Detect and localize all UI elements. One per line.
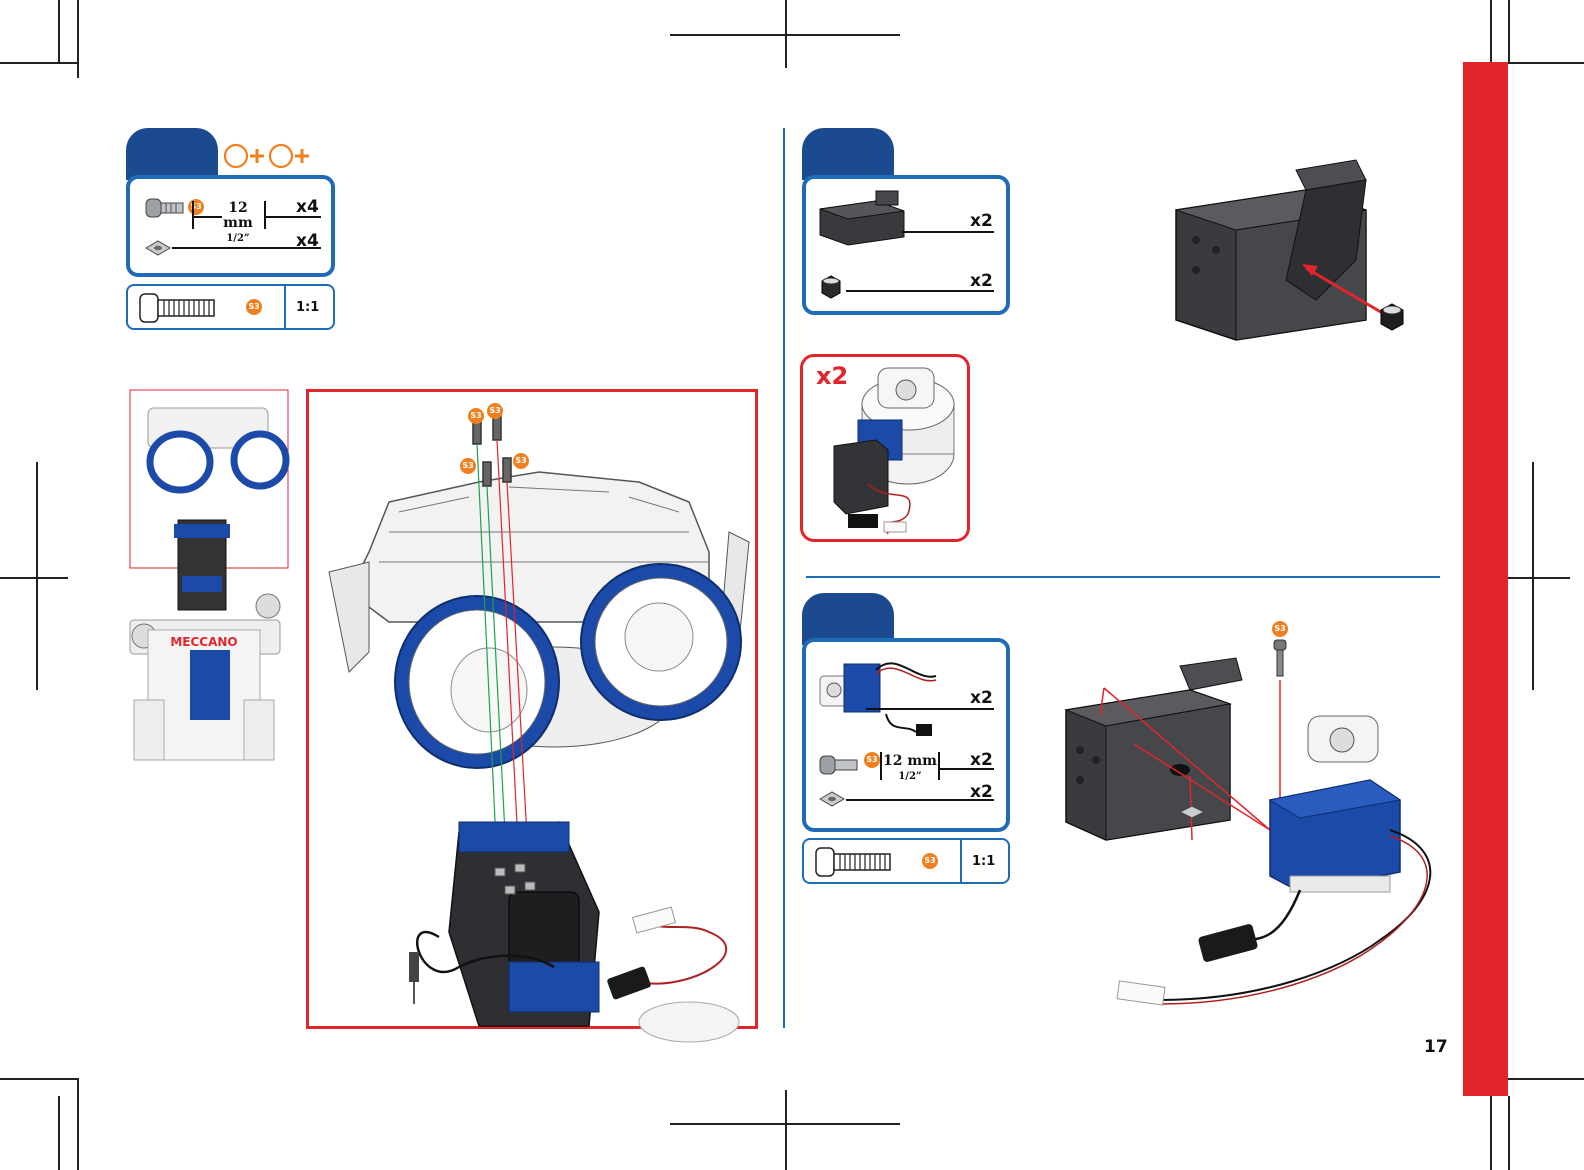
scale-panel-right: S3 1:1 — [802, 838, 1010, 884]
servo-qty: x2 — [970, 688, 993, 708]
servo-motor-icon — [816, 652, 946, 716]
bolt-plus-nut-plus-icon — [222, 142, 314, 170]
page-number: 17 — [1424, 1037, 1448, 1057]
screw-size-badge-2: S3 — [864, 752, 880, 768]
screw-qty: x4 — [296, 197, 319, 217]
callout-badge-2: S3 — [487, 403, 503, 419]
section-divider — [806, 576, 1440, 578]
callout-badge-4: S3 — [513, 453, 529, 469]
servo-bracket-assembly-illustration — [1060, 640, 1450, 1020]
square-nut-qty-2: x2 — [970, 782, 993, 802]
servo-bracket-icon — [816, 189, 908, 249]
head-assembly-illustration — [309, 392, 755, 1026]
screw-icon — [146, 197, 186, 219]
servo-subassembly-illustration — [828, 364, 958, 536]
bracket-nut-illustration — [1166, 150, 1426, 350]
screw-size-badge: S3 — [188, 199, 204, 215]
screw-length-in-2: 1/2” — [882, 769, 938, 784]
scale-badge: S3 — [246, 299, 262, 315]
scale-panel-left: S3 1:1 — [126, 284, 335, 330]
screw-icon-2 — [820, 754, 860, 776]
screw-length-in: 1/2” — [212, 231, 264, 246]
servo-cable-icon — [886, 714, 936, 744]
lock-nut-icon — [818, 275, 844, 299]
column-divider — [783, 128, 785, 1028]
parts-panel-right-bottom: x2 S3 12 mm 1/2” x2 x2 — [802, 638, 1010, 832]
callout-badge-3: S3 — [460, 458, 476, 474]
step-tab-left — [126, 128, 218, 180]
square-nut-icon-2 — [818, 790, 846, 808]
lock-nut-qty: x2 — [970, 271, 993, 291]
screw-length: 12 mm 1/2” — [212, 201, 264, 246]
meccano-logo: MECCANO — [170, 635, 237, 649]
screw-length-mm: 12 mm — [223, 200, 253, 231]
step-tab-right-top — [802, 128, 894, 180]
callout-badge-5: S3 — [1272, 621, 1288, 637]
square-nut-icon — [144, 239, 172, 257]
square-nut-qty: x4 — [296, 231, 319, 251]
parts-panel-left: S3 12 mm 1/2” x4 x4 — [126, 175, 335, 277]
screw-length-2: 12 mm 1/2” — [882, 754, 938, 784]
scale-badge-2: S3 — [922, 853, 938, 869]
scale-ratio-2: 1:1 — [972, 854, 995, 869]
bracket-qty: x2 — [970, 211, 993, 231]
parts-panel-right-top: x2 x2 — [802, 175, 1010, 315]
screw-scale-icon — [140, 294, 216, 322]
side-band — [1463, 62, 1508, 1096]
screw-qty-2: x2 — [970, 750, 993, 770]
screw-length-mm-2: 12 mm — [883, 753, 937, 769]
scale-ratio: 1:1 — [296, 300, 319, 315]
robot-overview-illustration: MECCANO — [120, 380, 300, 770]
callout-badge-1: S3 — [468, 408, 484, 424]
screw-scale-icon-2 — [816, 848, 892, 876]
